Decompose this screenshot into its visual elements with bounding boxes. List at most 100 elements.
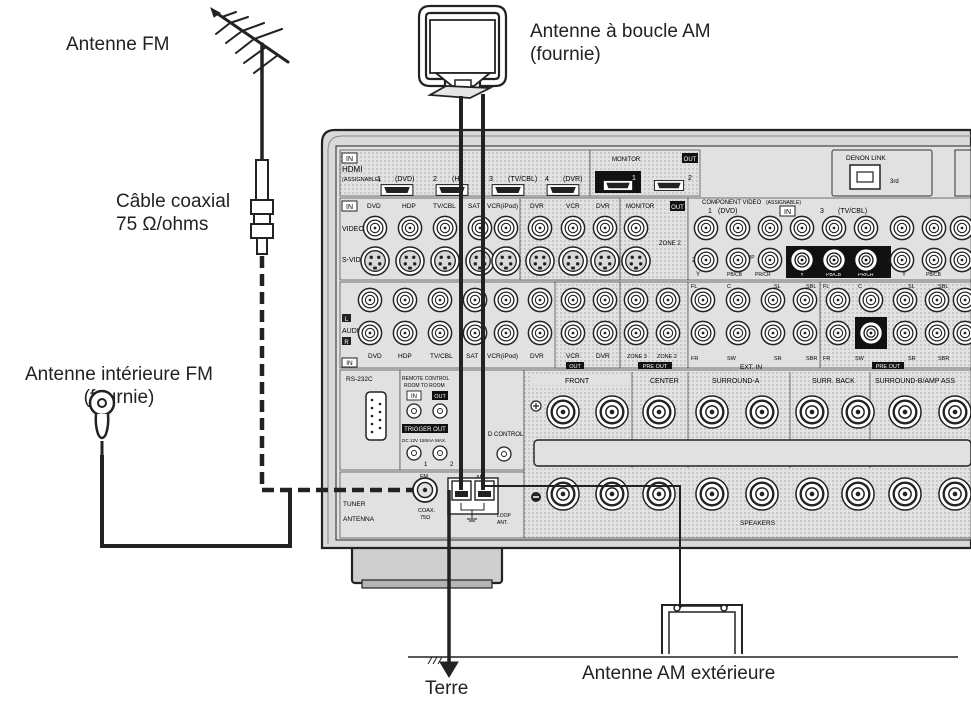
am-loop-label-line2: (fournie) (530, 44, 601, 65)
coax-label-line2: 75 Ω/ohms (116, 214, 209, 235)
fm-indoor-antenna (88, 389, 292, 548)
video-src-vcripod: VCR(iPod) (487, 203, 518, 210)
room-to-room-label: ROOM TO ROOM (404, 383, 445, 389)
speaker-center-label: CENTER (650, 378, 679, 385)
ground-wire (408, 490, 958, 678)
speaker-terminal-minus (795, 477, 829, 511)
speaker-terminal-plus (841, 395, 875, 429)
audio-jack-l (493, 287, 519, 313)
hdmi-label-1: 1 (377, 176, 381, 183)
component-jack (693, 215, 719, 241)
extin-sw: SW (727, 356, 737, 362)
video-in-badge: IN (346, 204, 353, 211)
audio-src-hdp: HDP (398, 353, 412, 360)
audio-jack-r (527, 320, 553, 346)
speaker-terminal-minus (938, 477, 971, 511)
speaker-terminal-plus (938, 395, 971, 429)
fm-coax-cable (259, 256, 413, 493)
speakers-label: SPEAKERS (740, 520, 776, 527)
speaker-terminal-plus (795, 395, 829, 429)
hdmi-port (491, 184, 525, 196)
component-jack (757, 215, 783, 241)
preout-fr: FR (823, 356, 830, 362)
audio-jack-l (952, 287, 971, 313)
audio-jack-r (725, 320, 751, 346)
component-jack (693, 247, 719, 273)
audio-jack-l (392, 287, 418, 313)
audio-jack-r (623, 320, 649, 346)
audio-jack-r (760, 320, 786, 346)
audio-jack-l (592, 287, 618, 313)
zone2-audio-label: ZONE 2 (657, 354, 677, 360)
tuner-label: TUNER (343, 501, 366, 508)
audio-jack-l (357, 287, 383, 313)
speaker-surr-back-label: SURR. BACK (812, 378, 855, 385)
audio-jack-r (560, 320, 586, 346)
audio-jack-r (392, 320, 418, 346)
fm-indoor-label-line1: Antenne intérieure FM (25, 364, 213, 385)
component-jack (821, 215, 847, 241)
svideo-jack (360, 246, 390, 276)
hdmi-title: HDMI (342, 165, 362, 174)
audio-r-badge: R (344, 340, 349, 346)
speaker-terminal-minus (888, 477, 922, 511)
component-jack (921, 247, 947, 273)
speaker-terminal-plus (546, 395, 580, 429)
coax-connector (250, 159, 274, 255)
component-label-dvd: (DVD) (718, 208, 737, 215)
audio-jack-r (592, 320, 618, 346)
extin-sr: SR (774, 356, 782, 362)
component-in-badge: IN (784, 209, 791, 216)
video-jack (592, 215, 618, 241)
audio-src-dvr-2: DVR (596, 353, 610, 360)
hdmi-label-dvr: (DVR) (563, 176, 582, 183)
audio-jack-l (924, 287, 950, 313)
audio-section: L AUDIO R IN DVD HDP TV/CBL SAT VCR(iPod… (339, 281, 971, 371)
hdmi-port (380, 184, 414, 196)
audio-jack-r (792, 320, 818, 346)
component-jack (725, 215, 751, 241)
remote-in-badge: IN (411, 394, 417, 400)
component-y-label-3: Y (902, 272, 906, 278)
extin-sbr: SBR (806, 356, 817, 362)
preout-sbl: SBL (938, 284, 948, 290)
video-jack (432, 215, 458, 241)
component-jack (757, 247, 783, 273)
tuner-antenna-section: TUNER ANTENNA FM COAX. 75Ω AM LOOP ANT. (339, 471, 525, 539)
denon-link-section: DENON LINK 3rd (831, 149, 971, 197)
preout-sl: SL (908, 284, 915, 290)
audio-src-dvd: DVD (368, 353, 382, 360)
hdmi-monitor-port (602, 180, 634, 191)
video-jack (467, 215, 493, 241)
monitor-out-badge: OUT (684, 157, 697, 163)
speakers-section: FRONT CENTER SURROUND-A SURR. BACK SURRO… (523, 369, 971, 539)
audio-jack-l (527, 287, 553, 313)
component-label-3: 3 (820, 208, 824, 215)
extin-c: C (727, 284, 731, 290)
video-src-vcr: VCR (566, 203, 580, 210)
loop-ant-label-2: ANT. (497, 520, 508, 526)
audio-jack-l (655, 287, 681, 313)
video-src-hdp: HDP (402, 203, 416, 210)
speaker-terminal-minus (841, 477, 875, 511)
zone3-label: ZONE 3 (627, 354, 647, 360)
am-loop-antenna-label: Antenne à boucle AM (fournie) (530, 20, 711, 66)
component-jack (725, 247, 751, 273)
component-jack (949, 215, 971, 241)
speaker-terminal-plus (745, 395, 779, 429)
svideo-jack (558, 246, 588, 276)
hdmi-label-tvcbl: (TV/CBL) (508, 176, 537, 183)
component-jack (853, 215, 879, 241)
coax75-label-2: 75Ω (420, 515, 430, 521)
hdmi-label-4: 4 (545, 176, 549, 183)
receiver-foot (350, 543, 504, 585)
am-loop-wires (459, 94, 485, 490)
fm-terminal-label: FM (420, 474, 428, 480)
preout-c: C (858, 284, 862, 290)
audio-jack-r (952, 320, 971, 346)
video-jack (397, 215, 423, 241)
receiver-back-panel: IN HDMI (ASSIGNABLE) 1 (DVD) 2 (H 3 (TV/… (320, 128, 971, 589)
fm-outdoor-antenna (210, 6, 290, 162)
preout-sbr: SBR (938, 356, 949, 362)
